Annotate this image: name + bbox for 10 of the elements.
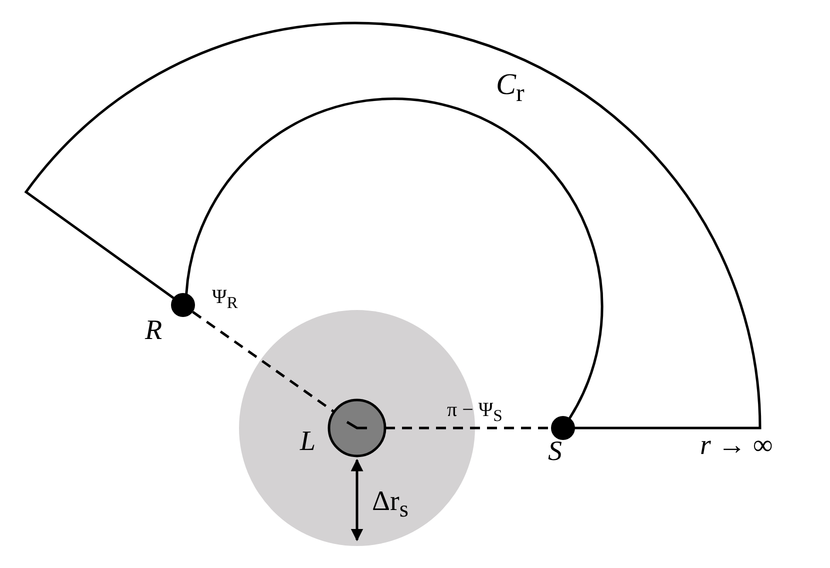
limit-label: r → ∞ <box>700 432 773 460</box>
contour-label: C$_{r}$ <box>496 70 524 106</box>
angle-label: π − Ψ$_{S}$ <box>447 400 502 425</box>
point-label: R <box>145 317 162 345</box>
point-label: L <box>300 428 316 456</box>
dimension-label: Δr$_{s}$ <box>372 488 408 522</box>
angle-label: Ψ$_{R}$ <box>212 287 238 312</box>
dashed-line <box>192 310 335 413</box>
dashed-line <box>385 426 551 430</box>
point-label: S <box>548 438 562 466</box>
